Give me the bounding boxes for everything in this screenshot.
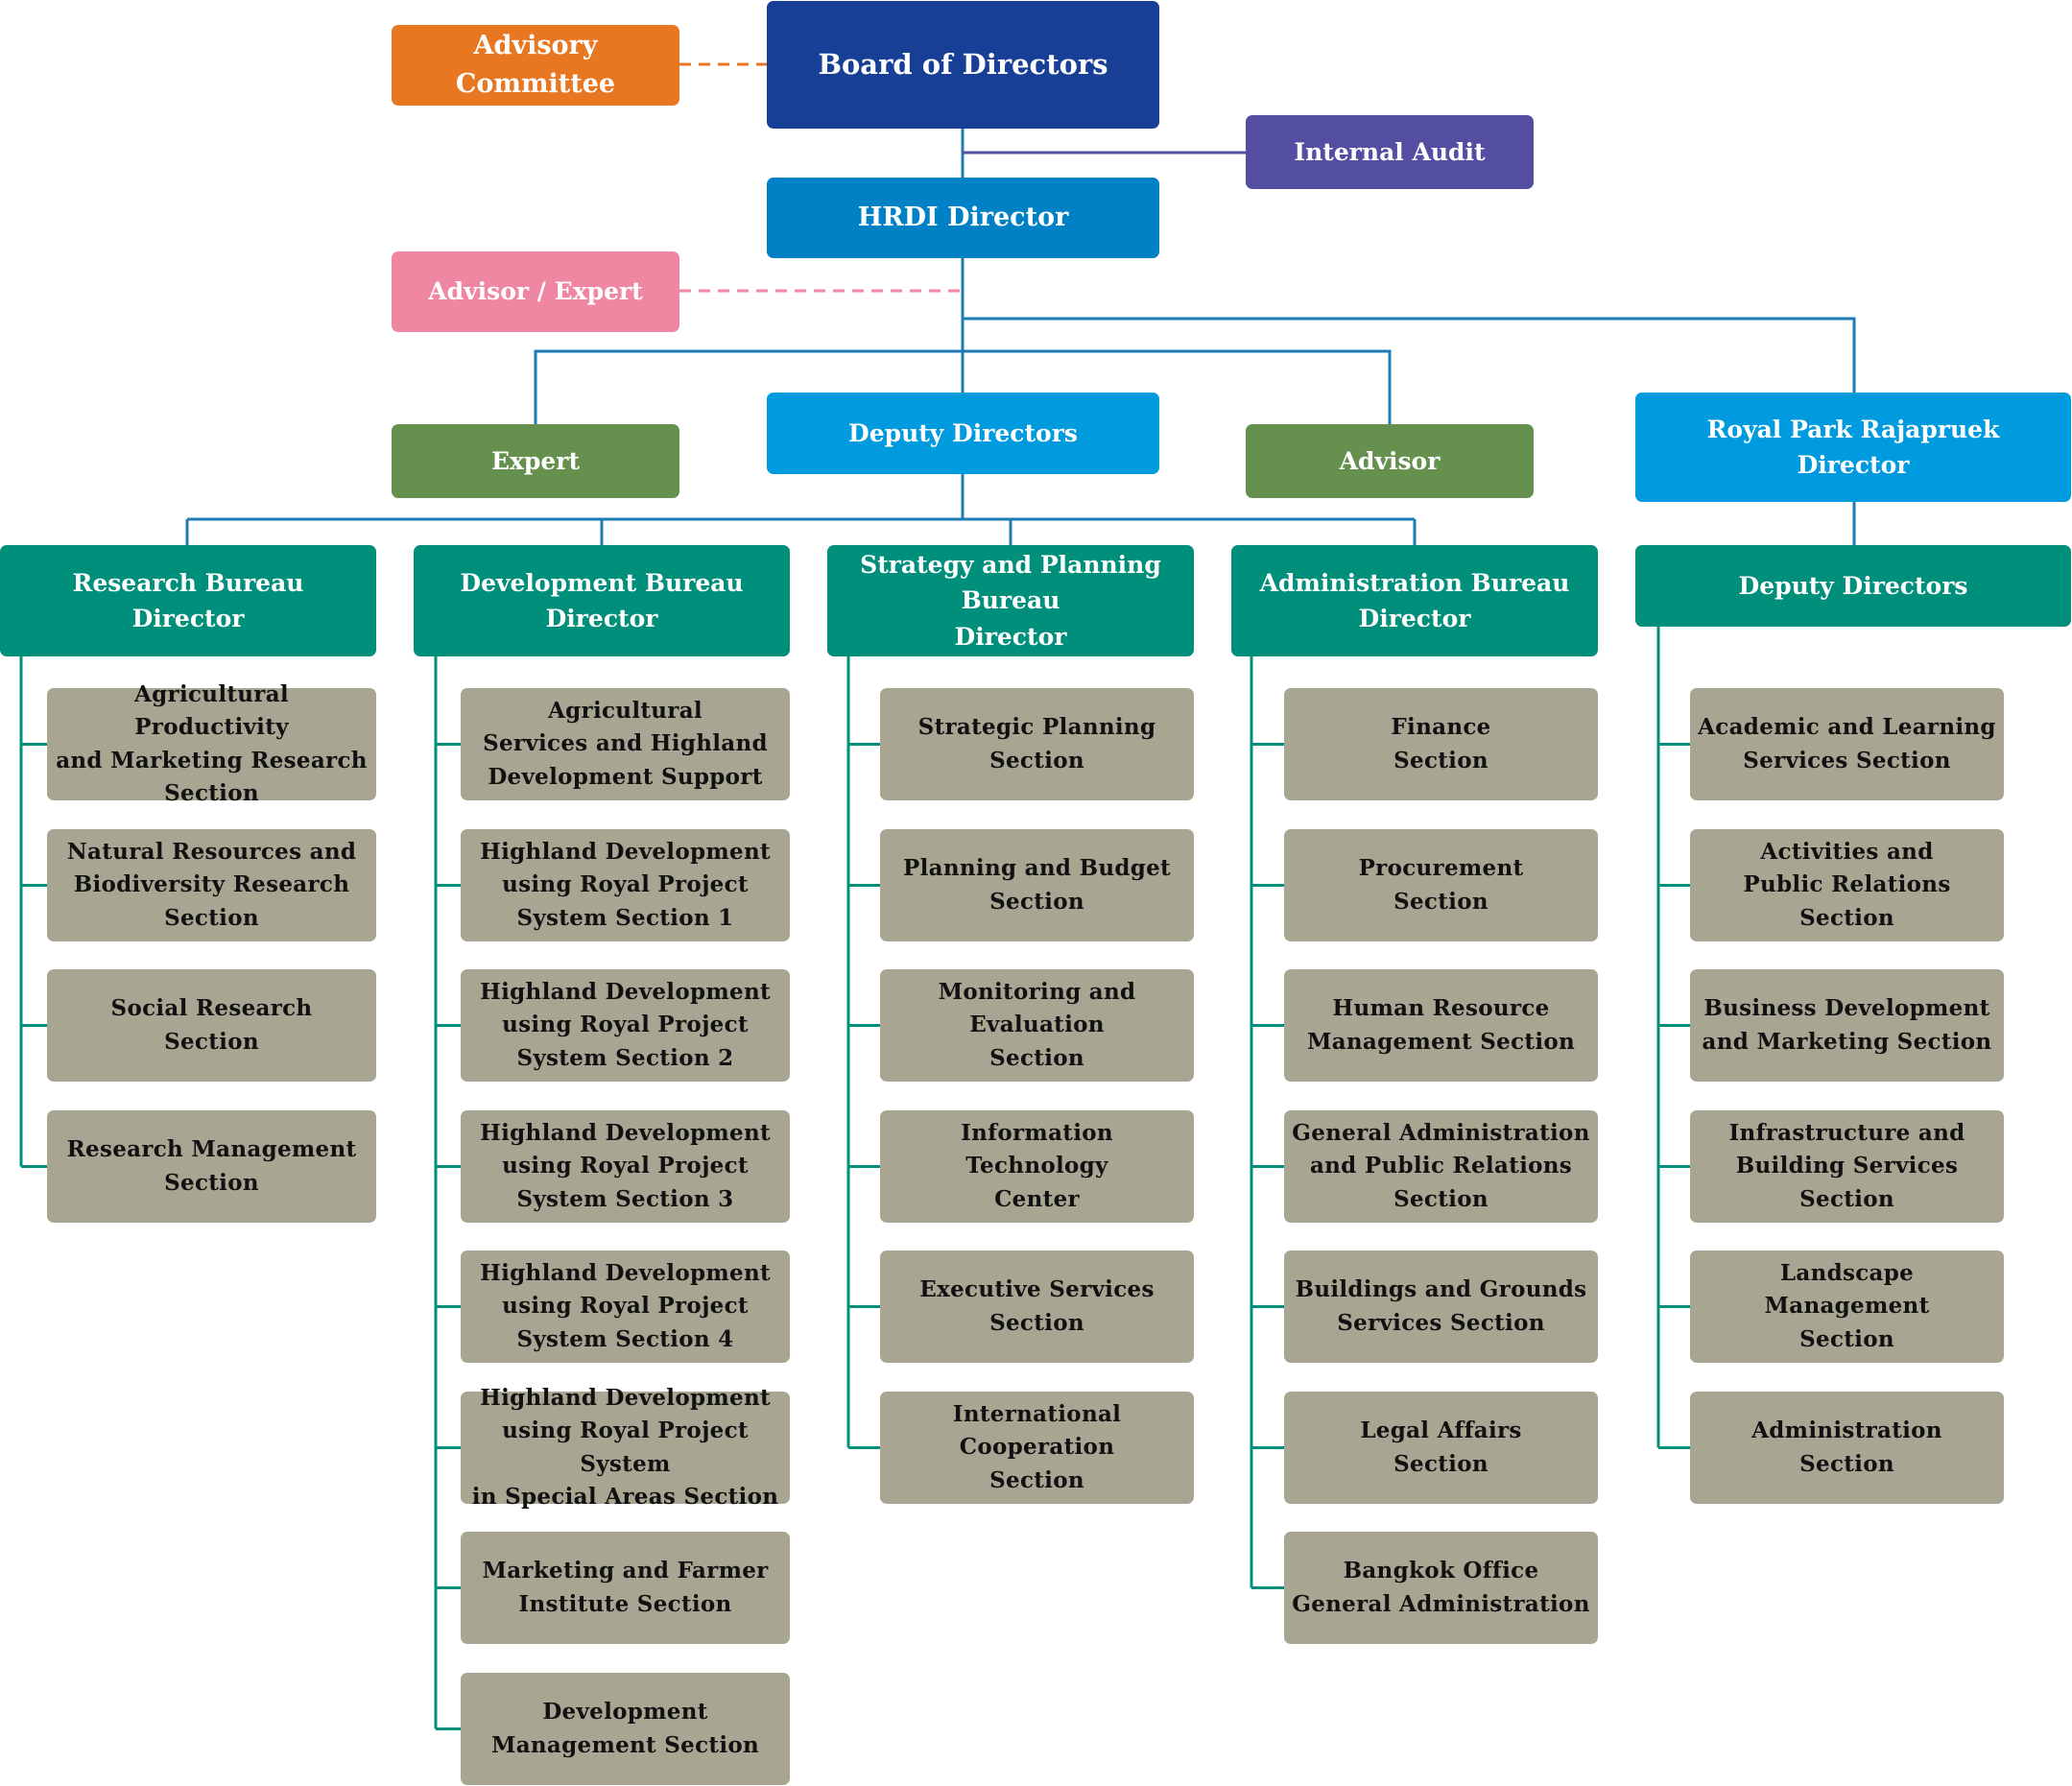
section-box: Infrastructure and Building Services Sec… <box>1690 1110 2004 1223</box>
section-box: Planning and Budget Section <box>880 829 1194 941</box>
section-box: Highland Development using Royal Project… <box>461 1250 790 1363</box>
section-box: Monitoring and Evaluation Section <box>880 969 1194 1082</box>
section-box: Strategic Planning Section <box>880 688 1194 800</box>
section-box: General Administration and Public Relati… <box>1284 1110 1598 1223</box>
section-box: Information Technology Center <box>880 1110 1194 1223</box>
strategy-planning-bureau-director-box: Strategy and Planning Bureau Director <box>827 545 1194 656</box>
development-bureau-director-box: Development Bureau Director <box>414 545 790 656</box>
royal-park-deputy-directors-box: Deputy Directors <box>1635 545 2071 627</box>
section-box: Highland Development using Royal Project… <box>461 1385 790 1510</box>
section-box: Academic and Learning Services Section <box>1690 688 2004 800</box>
section-box: Legal Affairs Section <box>1284 1392 1598 1504</box>
section-box: Agricultural Productivity and Marketing … <box>47 681 376 806</box>
section-box: Finance Section <box>1284 688 1598 800</box>
section-box: Development Management Section <box>461 1673 790 1785</box>
section-box: Natural Resources and Biodiversity Resea… <box>47 829 376 941</box>
section-box: Highland Development using Royal Project… <box>461 1110 790 1223</box>
section-box: Highland Development using Royal Project… <box>461 969 790 1082</box>
expert-box: Expert <box>392 424 679 498</box>
section-box: Social Research Section <box>47 969 376 1082</box>
section-box: Executive Services Section <box>880 1250 1194 1363</box>
hrdi-director-box: HRDI Director <box>767 178 1159 258</box>
section-box: Agricultural Services and Highland Devel… <box>461 688 790 800</box>
section-box: Administration Section <box>1690 1392 2004 1504</box>
section-box: Research Management Section <box>47 1110 376 1223</box>
section-box: Highland Development using Royal Project… <box>461 829 790 941</box>
royal-park-director-box: Royal Park Rajapruek Director <box>1635 393 2071 502</box>
section-box: Bangkok Office General Administration <box>1284 1532 1598 1644</box>
research-bureau-director-box: Research Bureau Director <box>0 545 376 656</box>
section-box: Business Development and Marketing Secti… <box>1690 969 2004 1082</box>
section-box: Landscape Management Section <box>1690 1250 2004 1363</box>
expert-advisor-branch-line <box>534 349 1392 424</box>
section-box: Activities and Public Relations Section <box>1690 829 2004 941</box>
section-box: International Cooperation Section <box>880 1392 1194 1504</box>
section-box: Marketing and Farmer Institute Section <box>461 1532 790 1644</box>
administration-bureau-director-box: Administration Bureau Director <box>1231 545 1598 656</box>
advisory-committee-box: Advisory Committee <box>392 25 679 106</box>
advisor-box: Advisor <box>1246 424 1534 498</box>
board-of-directors-box: Board of Directors <box>767 1 1159 129</box>
section-box: Procurement Section <box>1284 829 1598 941</box>
royal-park-branch-line <box>963 317 1856 393</box>
advisor-expert-box: Advisor / Expert <box>392 251 679 332</box>
internal-audit-box: Internal Audit <box>1246 115 1534 189</box>
section-box: Buildings and Grounds Services Section <box>1284 1250 1598 1363</box>
deputy-directors-box: Deputy Directors <box>767 393 1159 474</box>
section-box: Human Resource Management Section <box>1284 969 1598 1082</box>
